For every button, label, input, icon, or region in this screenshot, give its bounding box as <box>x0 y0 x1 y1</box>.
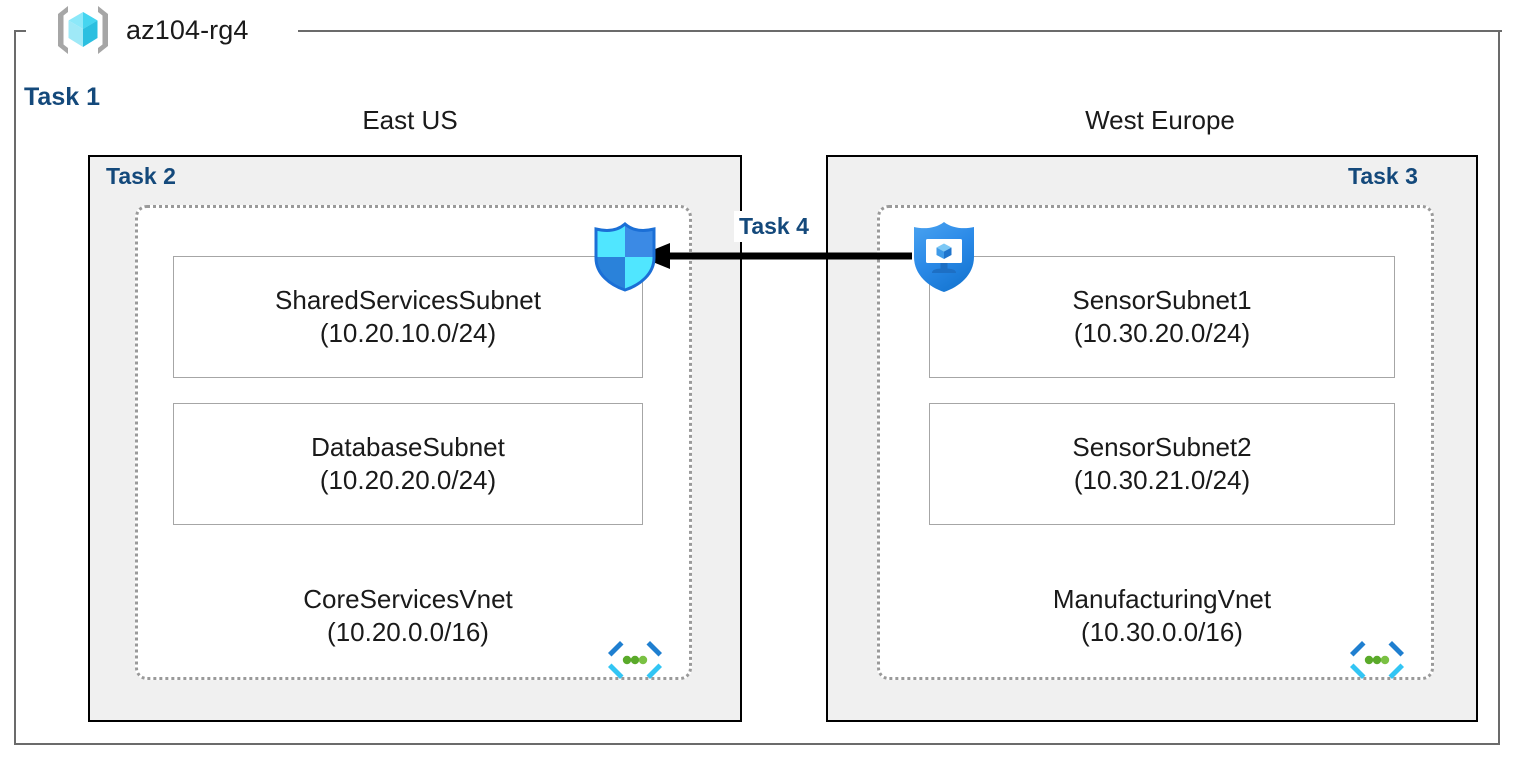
task-2-label: Task 2 <box>106 163 176 189</box>
subnet-cidr: (10.20.10.0/24) <box>319 318 497 348</box>
subnet-databasesubnet: DatabaseSubnet (10.20.20.0/24) <box>173 403 643 525</box>
region-label-west-europe: West Europe <box>1085 105 1235 135</box>
subnet-sensorsubnet2: SensorSubnet2 (10.30.21.0/24) <box>929 403 1395 525</box>
subnet-name: SensorSubnet1 <box>1072 284 1252 315</box>
resource-group-top-border-right <box>298 30 1502 32</box>
task-3-label: Task 3 <box>1348 163 1418 189</box>
virtual-network-icon <box>604 638 666 682</box>
resource-group-header: az104-rg4 <box>48 2 255 58</box>
resource-group-boundary <box>14 30 1500 745</box>
subnet-sharedservicessubnet: SharedServicesSubnet (10.20.10.0/24) <box>173 256 643 378</box>
subnet-cidr: (10.20.20.0/24) <box>319 465 497 495</box>
defender-for-cloud-shield-icon <box>908 219 980 295</box>
subnet-name: DatabaseSubnet <box>311 431 505 462</box>
vnet-caption-manufacturingvnet: ManufacturingVnet (10.30.0.0/16) <box>929 583 1395 650</box>
subnet-sensorsubnet1: SensorSubnet1 (10.30.20.0/24) <box>929 256 1395 378</box>
region-label-east-us: East US <box>362 105 458 135</box>
task-1-label: Task 1 <box>24 83 100 111</box>
task-4-label: Task 4 <box>734 211 814 242</box>
subnet-name: SensorSubnet2 <box>1072 431 1252 462</box>
resource-group-icon <box>54 2 112 58</box>
vnet-cidr: (10.30.0.0/16) <box>1081 617 1243 648</box>
resource-group-top-border-left <box>14 30 26 32</box>
subnet-cidr: (10.30.21.0/24) <box>1073 465 1251 495</box>
resource-group-title: az104-rg4 <box>126 14 249 45</box>
subnet-name: SharedServicesSubnet <box>275 284 541 315</box>
virtual-network-icon <box>1346 638 1408 682</box>
subnet-cidr: (10.30.20.0/24) <box>1073 318 1251 348</box>
network-security-group-shield-icon <box>592 221 658 292</box>
vnet-cidr: (10.20.0.0/16) <box>327 617 489 648</box>
peering-arrow-icon <box>638 243 912 269</box>
vnet-name: CoreServicesVnet <box>303 584 513 614</box>
vnet-caption-coreservicesvnet: CoreServicesVnet (10.20.0.0/16) <box>173 583 643 650</box>
vnet-name: ManufacturingVnet <box>1052 584 1272 614</box>
